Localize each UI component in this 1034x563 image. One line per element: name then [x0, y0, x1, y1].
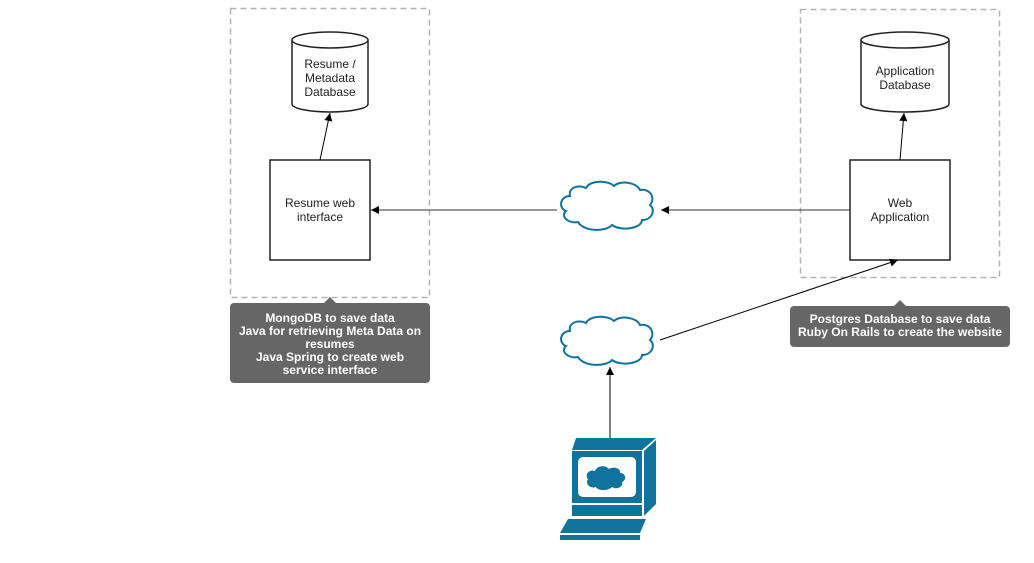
cloud-icon[interactable] — [560, 180, 654, 231]
resume-db-label-line: Resume / — [304, 57, 356, 71]
left-tech-note: MongoDB to save data Java for retrieving… — [230, 297, 430, 383]
note-line: Postgres Database to save data — [809, 312, 991, 326]
web-app-label-line: Web — [888, 196, 913, 210]
resume-metadata-database[interactable]: Resume / Metadata Database — [291, 31, 369, 113]
resume-web-label-line: Resume web — [285, 196, 355, 210]
note-line: MongoDB to save data — [265, 311, 395, 325]
note-line: service interface — [282, 363, 378, 377]
cloud-icon[interactable] — [560, 315, 654, 366]
resume-web-label-line: interface — [297, 210, 343, 224]
edge-web-app-to-app-db — [899, 112, 908, 161]
computer-icon[interactable] — [560, 438, 656, 540]
note-line: resumes — [305, 337, 355, 351]
edge-cloud-to-web-app — [659, 258, 899, 341]
edge-resume-web-to-resume-db — [319, 112, 333, 161]
application-database[interactable]: Application Database — [860, 31, 950, 113]
resume-service-group[interactable] — [229, 7, 431, 299]
note-line: Java Spring to create web — [255, 350, 405, 364]
web-app-label-line: Application — [871, 210, 930, 224]
resume-db-label-line: Database — [304, 85, 356, 99]
resume-db-label-line: Metadata — [305, 71, 355, 85]
note-line: Java for retrieving Meta Data on — [238, 324, 422, 338]
web-application[interactable]: Web Application — [849, 159, 951, 261]
right-tech-note: Postgres Database to save data Ruby On R… — [790, 300, 1010, 347]
app-db-label-line: Application — [876, 64, 935, 78]
resume-web-interface[interactable]: Resume web interface — [269, 159, 371, 261]
app-db-label-line: Database — [879, 78, 931, 92]
web-app-group[interactable] — [799, 8, 1001, 279]
note-line: Ruby On Rails to create the website — [797, 325, 1003, 339]
